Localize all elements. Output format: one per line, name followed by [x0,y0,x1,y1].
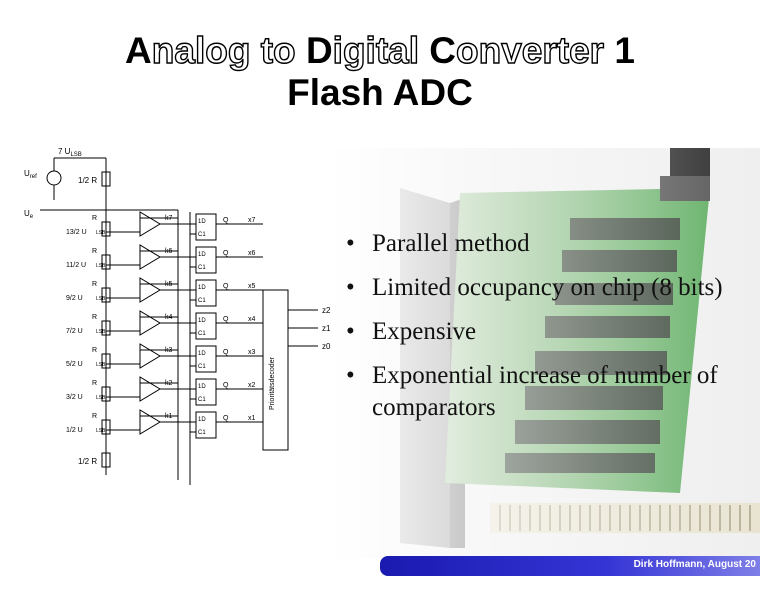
resistor-r-label: R [92,314,97,321]
flip-flop-c-label: C1 [198,364,206,370]
uref-label: Uref [24,169,37,180]
flip-flop-c-label: C1 [198,298,206,304]
ue-label: Ue [24,209,34,220]
half-r-top-label: 1/2 R [78,176,97,185]
flip-flop-box [195,411,217,439]
z2-label: z2 [322,306,331,315]
top-ref-label: 7 ULSB [58,147,82,158]
resistor-r-label: R [92,347,97,354]
flip-flop-box [195,246,217,274]
flip-flop-d-label: 1D [198,417,206,423]
flip-flop-d-label: 1D [198,252,206,258]
comparator-k-label: k2 [165,380,173,387]
flip-flop-c-label: C1 [198,232,206,238]
decoder-input-x-label: x2 [248,382,256,389]
comparator-symbol [139,310,161,336]
slide-title: Analog to Digital Converter 1 Flash ADC [0,29,760,114]
comparator-symbol [139,211,161,237]
comparator-k-label: k5 [165,281,173,288]
footer-author: Dirk Hoffmann, August 20 [633,559,756,570]
decoder-input-x-label: x1 [248,415,256,422]
flip-flop-q-label: Q [223,316,229,323]
decoder-input-x-label: x5 [248,283,256,290]
flip-flop-c-label: C1 [198,397,206,403]
flip-flop-c-label: C1 [198,265,206,271]
decoder-input-x-label: x3 [248,349,256,356]
reference-level-unit: LSB [96,329,106,335]
comparator-symbol [139,277,161,303]
resistor-r-label: R [92,413,97,420]
title-line-1: Analog to Digital Converter 1 [125,29,635,71]
flip-flop-q-label: Q [223,349,229,356]
bullet-dot-icon: • [346,230,355,257]
reference-level-label: 11/2 U [66,262,86,269]
circuit-board-photo [330,148,760,558]
decoder-input-x-label: x4 [248,316,256,323]
decoder-input-x-label: x6 [248,250,256,257]
comparator-symbol [139,244,161,270]
bullet-item: •Expensive [340,316,740,348]
comparator-symbol [139,409,161,435]
reference-level-unit: LSB [96,263,106,269]
flip-flop-d-label: 1D [198,384,206,390]
reference-level-unit: LSB [96,428,106,434]
reference-level-unit: LSB [96,395,106,401]
flip-flop-q-label: Q [223,217,229,224]
flip-flop-c-label: C1 [198,331,206,337]
z1-label: z1 [322,324,331,333]
flip-flop-d-label: 1D [198,318,206,324]
resistor-r-label: R [92,380,97,387]
flip-flop-box [195,312,217,340]
decoder-input-x-label: x7 [248,217,256,224]
bullet-dot-icon: • [346,274,355,301]
resistor-r-label: R [92,248,97,255]
bullet-item: •Limited occupancy on chip (8 bits) [340,272,740,304]
reference-level-unit: LSB [96,230,106,236]
reference-level-label: 5/2 U [66,361,83,368]
comparator-k-label: k4 [165,314,173,321]
reference-level-unit: LSB [96,296,106,302]
resistor-r-label: R [92,281,97,288]
flip-flop-q-label: Q [223,283,229,290]
bullet-item: •Exponential increase of number of compa… [346,362,718,421]
bullet-dot-icon: • [346,318,355,345]
reference-level-label: 1/2 U [66,427,83,434]
flip-flop-q-label: Q [223,250,229,257]
reference-level-label: 9/2 U [66,295,83,302]
reference-level-label: 13/2 U [66,229,87,236]
flip-flop-q-label: Q [223,382,229,389]
flip-flop-box [195,378,217,406]
footer-bar: Dirk Hoffmann, August 20 [380,556,760,576]
comparator-k-label: k6 [165,248,173,255]
decoder-label: Prioritätsdecoder [269,356,276,410]
bullet-item: •Parallel method [340,228,740,260]
comparator-symbol [139,376,161,402]
flip-flop-box [195,345,217,373]
half-r-bottom-label: 1/2 R [78,457,97,466]
flip-flop-box [195,213,217,241]
bullet-list: •Parallel method •Limited occupancy on c… [340,228,740,436]
flip-flop-d-label: 1D [198,219,206,225]
resistor-r-label: R [92,215,97,222]
flip-flop-box [195,279,217,307]
flip-flop-d-label: 1D [198,285,206,291]
comparator-k-label: k3 [165,347,173,354]
flip-flop-c-label: C1 [198,430,206,436]
flip-flop-d-label: 1D [198,351,206,357]
reference-level-unit: LSB [96,362,106,368]
z0-label: z0 [322,342,331,351]
comparator-k-label: k7 [165,215,173,222]
comparator-symbol [139,343,161,369]
comparator-k-label: k1 [165,413,173,420]
reference-level-label: 3/2 U [66,394,83,401]
reference-level-label: 7/2 U [66,328,83,335]
flip-flop-q-label: Q [223,415,229,422]
title-line-2: Flash ADC [287,72,473,113]
bullet-dot-icon: • [346,362,355,389]
